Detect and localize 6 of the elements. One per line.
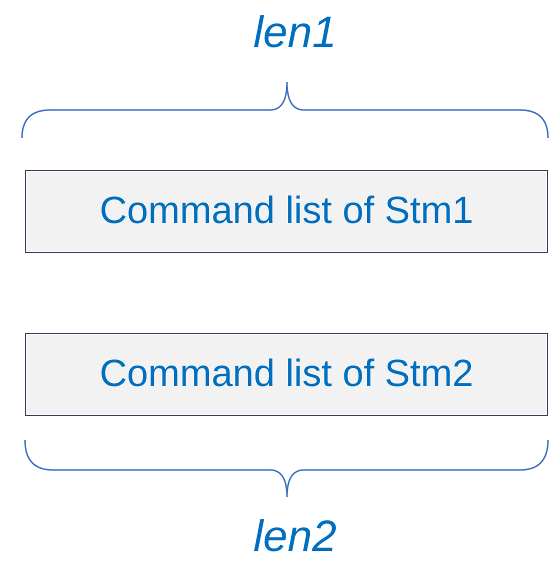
box-text: Command list of Stm1 bbox=[100, 190, 474, 233]
length-label: len2 bbox=[253, 512, 337, 562]
box-text: Command list of Stm2 bbox=[100, 353, 474, 396]
length-label: len1 bbox=[253, 8, 337, 58]
process-box bbox=[25, 333, 548, 416]
process-box bbox=[25, 170, 548, 253]
